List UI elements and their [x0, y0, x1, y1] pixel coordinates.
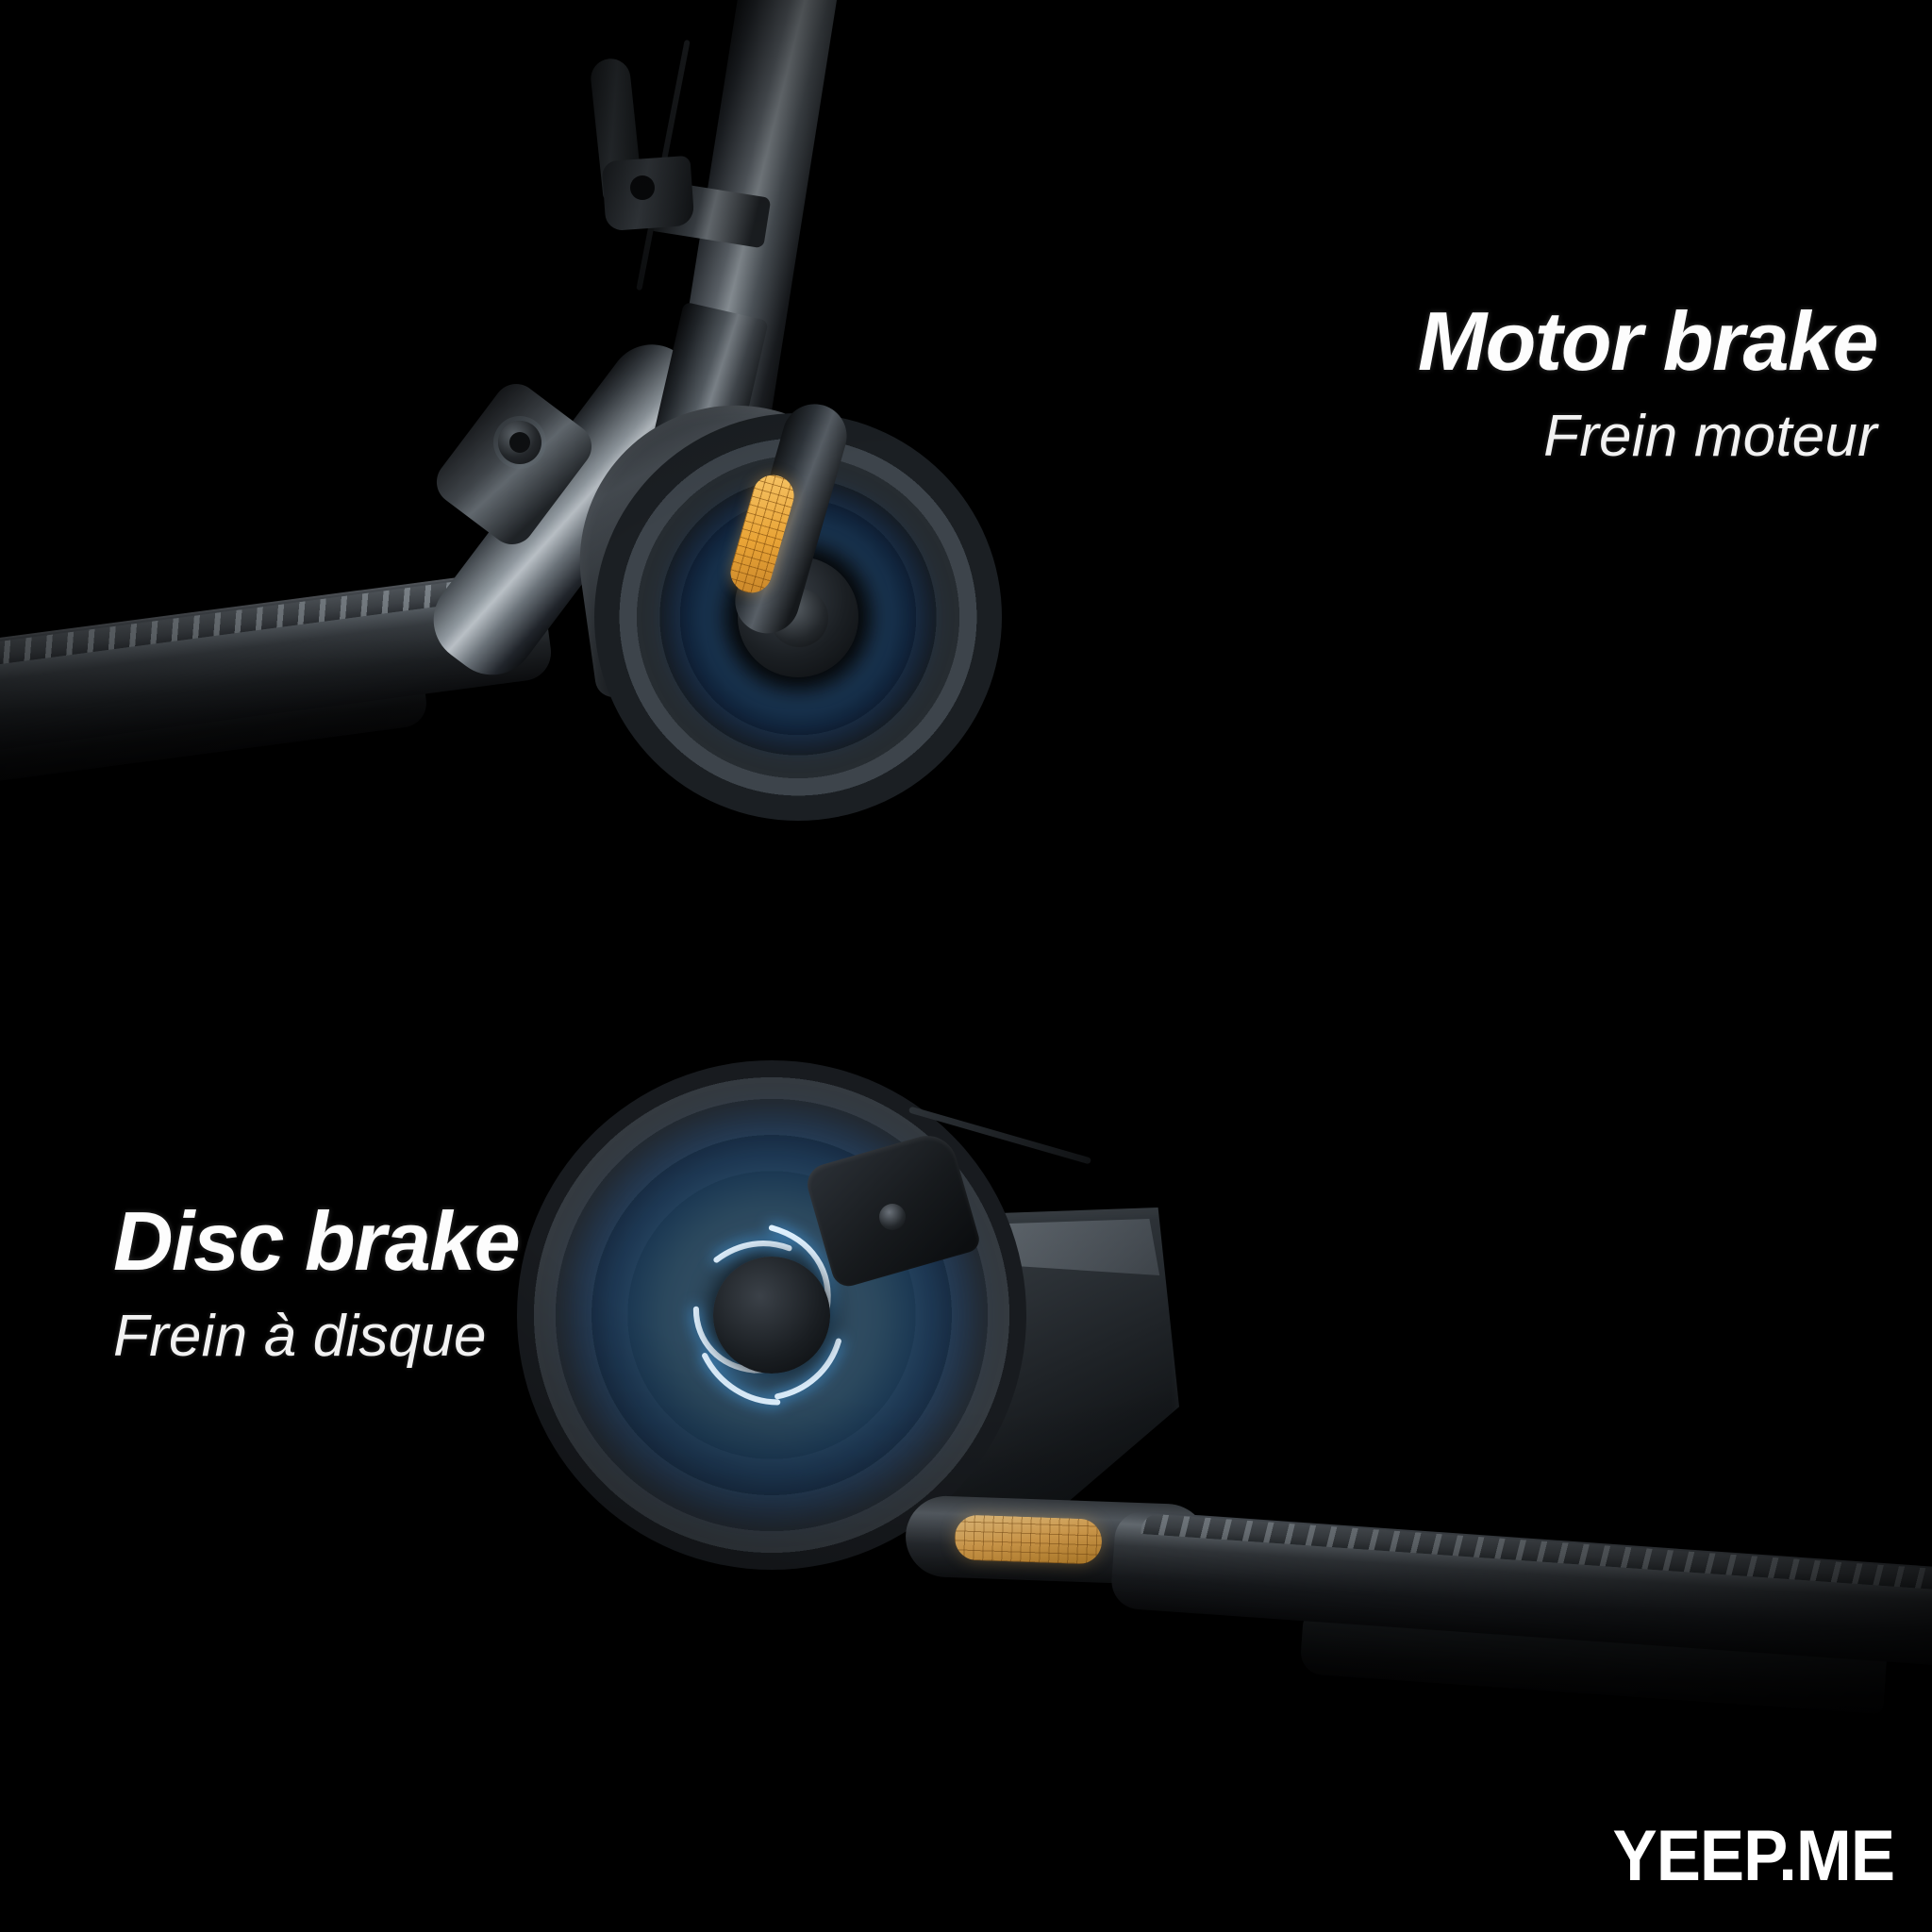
- rear-hub: [713, 1257, 830, 1374]
- hinge-bolt-core: [509, 432, 530, 453]
- callout-motor-brake-subtitle: Frein moteur: [1543, 404, 1877, 469]
- callout-disc-brake-subtitle: Frein à disque: [113, 1304, 487, 1369]
- clamp-pivot-bolt-icon: [630, 175, 655, 200]
- amber-side-reflector-rear: [954, 1514, 1103, 1565]
- brand-logo-text: YEEP.ME: [1612, 1816, 1895, 1896]
- callout-disc-brake: Disc brake Frein à disque: [113, 1194, 521, 1369]
- scene-divider-shadow: [0, 830, 1932, 1075]
- callout-motor-brake: Motor brake Frein moteur: [1417, 294, 1879, 469]
- brand-logo: YEEP.ME: [1591, 1816, 1895, 1896]
- callout-disc-brake-title: Disc brake: [113, 1194, 521, 1288]
- caliper-bolt-icon: [879, 1204, 906, 1230]
- callout-motor-brake-title: Motor brake: [1417, 294, 1879, 388]
